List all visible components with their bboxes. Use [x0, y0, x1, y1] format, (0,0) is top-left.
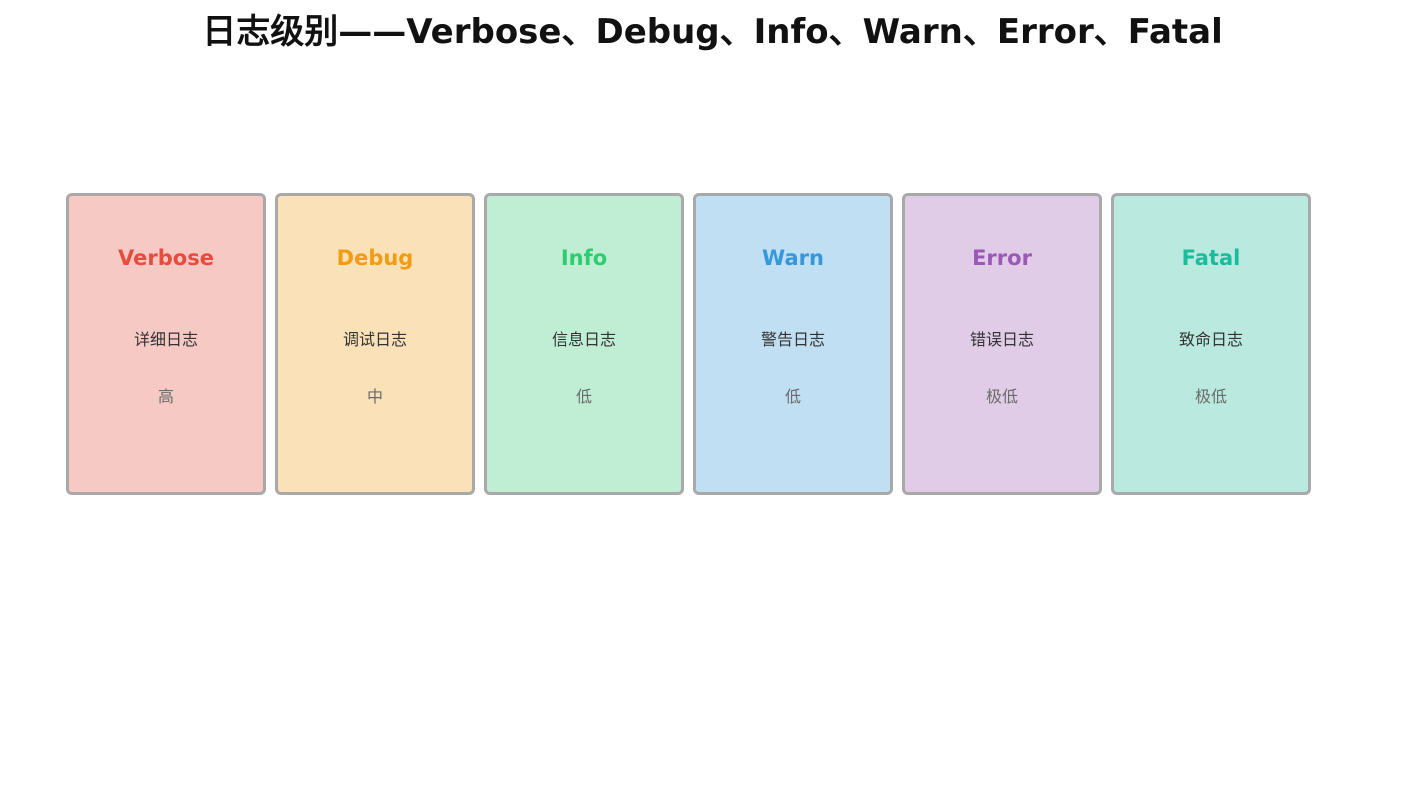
card-debug: Debug 调试日志 中: [275, 193, 475, 495]
log-level-cards: Verbose 详细日志 高 Debug 调试日志 中 Info 信息日志 低 …: [66, 193, 1320, 495]
card-description: 错误日志: [969, 330, 1034, 349]
card-info: Info 信息日志 低: [484, 193, 684, 495]
card-description: 详细日志: [133, 330, 198, 349]
card-name: Fatal: [1181, 246, 1241, 270]
card-name: Info: [560, 246, 608, 270]
card-level: 中: [366, 387, 383, 406]
card-fatal: Fatal 致命日志 极低: [1111, 193, 1311, 495]
card-description: 致命日志: [1178, 330, 1243, 349]
card-error: Error 错误日志 极低: [902, 193, 1102, 495]
card-name: Verbose: [118, 246, 214, 270]
card-description: 信息日志: [551, 330, 616, 349]
card-verbose: Verbose 详细日志 高: [66, 193, 266, 495]
card-description: 调试日志: [342, 330, 407, 349]
card-level: 高: [157, 387, 174, 406]
card-name: Debug: [336, 246, 414, 270]
page-title: 日志级别——Verbose、Debug、Info、Warn、Error、Fata…: [202, 12, 1223, 52]
card-name: Warn: [762, 246, 824, 270]
card-level: 低: [784, 387, 801, 406]
card-level: 极低: [1194, 387, 1227, 406]
card-level: 极低: [985, 387, 1018, 406]
card-warn: Warn 警告日志 低: [693, 193, 893, 495]
card-level: 低: [575, 387, 592, 406]
card-name: Error: [972, 246, 1032, 270]
card-description: 警告日志: [760, 330, 825, 349]
